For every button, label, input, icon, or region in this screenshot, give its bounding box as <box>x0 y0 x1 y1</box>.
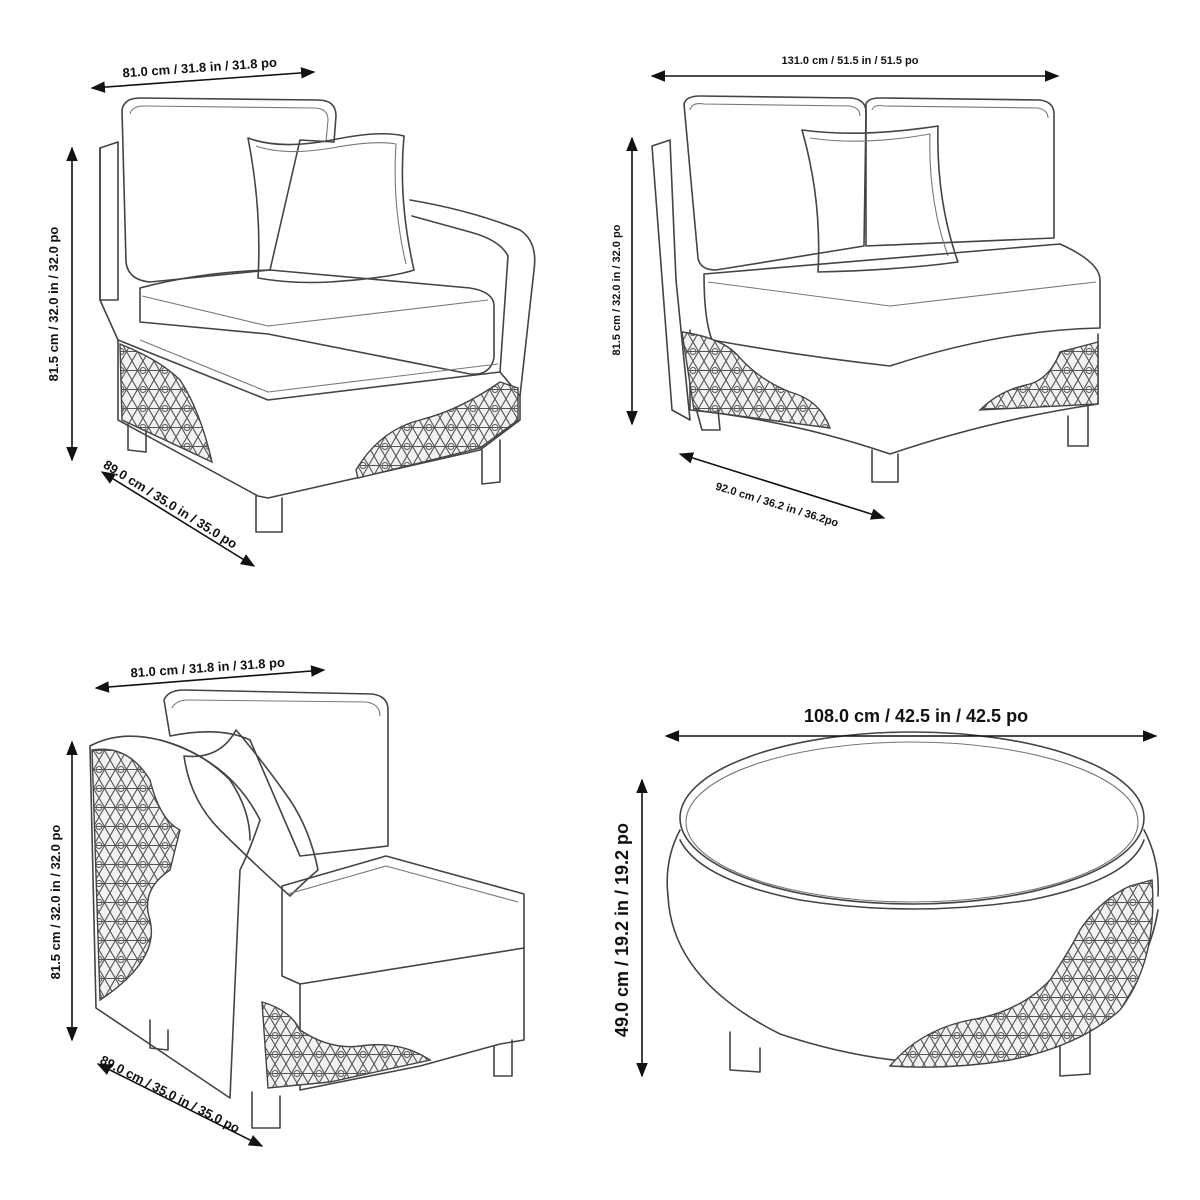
dimension-arrows <box>66 67 1158 1147</box>
chair-left-depth-label: 89.0 cm / 35.0 in / 35.0 po <box>101 457 240 552</box>
dimension-labels: 81.0 cm / 31.8 in / 31.8 po 81.5 cm / 32… <box>46 55 1028 1136</box>
chair-left-height-label: 81.5 cm / 32.0 in / 32.0 po <box>46 227 61 382</box>
loveseat-height-label: 81.5 cm / 32.0 in / 32.0 po <box>611 224 623 355</box>
curved-loveseat-drawing <box>651 95 1101 483</box>
chair-right-depth-label: 89.0 cm / 35.0 in / 35.0 po <box>98 1052 243 1136</box>
right-arm-chair-drawing <box>89 689 525 1129</box>
left-arm-chair-drawing <box>99 97 536 533</box>
ottoman-height-label: 49.0 cm / 19.2 in / 19.2 po <box>612 823 632 1037</box>
chair-right-width-label: 81.0 cm / 31.8 in / 31.8 po <box>130 655 285 681</box>
round-ottoman-drawing <box>666 731 1160 1077</box>
loveseat-width-label: 131.0 cm / 51.5 in / 51.5 po <box>782 55 919 67</box>
chair-right-height-label: 81.5 cm / 32.0 in / 32.0 po <box>48 825 63 980</box>
loveseat-depth-label: 92.0 cm / 36.2 in / 36.2po <box>714 481 840 530</box>
ottoman-width-label: 108.0 cm / 42.5 in / 42.5 po <box>804 706 1028 726</box>
